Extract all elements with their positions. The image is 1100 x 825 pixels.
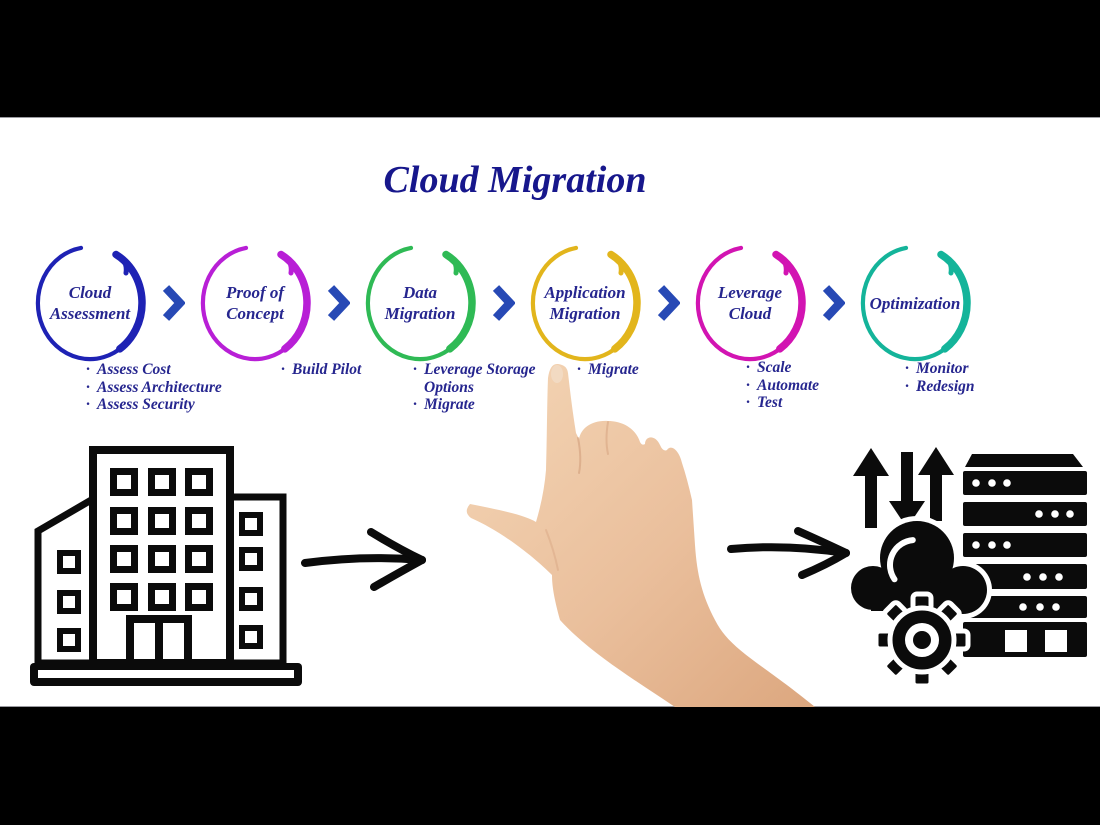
bullet-text: Assess Architecture (97, 378, 222, 396)
bullet-text: Leverage Storage Options (424, 361, 536, 396)
stage-label-line: Concept (226, 304, 284, 323)
bullet-dot-icon: · (577, 361, 581, 378)
stage-label-line: Data (403, 283, 437, 302)
sketch-arrow-right-icon (727, 527, 850, 579)
stage-ring-icon (695, 245, 806, 362)
stage-bullet-list: · Monitor · Redesign (905, 360, 1025, 395)
flow-chevron-icon (657, 285, 680, 321)
flow-chevron-icon (492, 285, 515, 321)
stage-ring-icon (365, 245, 476, 362)
bullet-dot-icon: · (413, 396, 417, 413)
gear-icon (873, 591, 971, 688)
stage-bullet-list: · Build Pilot (281, 361, 411, 379)
bullet-item: · Assess Cost (86, 361, 256, 379)
stage-label-line: Proof of (225, 283, 285, 302)
bullet-item: · Migrate (577, 361, 687, 379)
bullet-text: Assess Cost (97, 361, 171, 378)
bullet-item: · Scale (746, 359, 856, 377)
stage-label-line: Cloud (68, 283, 112, 302)
bullet-dot-icon: · (413, 361, 417, 378)
bullet-text: Automate (757, 376, 820, 394)
bullet-text: Build Pilot (292, 361, 362, 378)
bullet-dot-icon: · (905, 377, 909, 395)
bullet-text: Migrate (424, 396, 475, 413)
bullet-dot-icon: · (746, 394, 750, 411)
stage-proof-of-concept: Proof of Concept (192, 240, 318, 366)
bullet-item: · Migrate (413, 396, 541, 414)
stage-optimization: Optimization (852, 240, 978, 366)
bullet-text: Assess Security (97, 396, 195, 413)
flow-chevron-icon (822, 285, 845, 321)
stage-ring-icon (860, 245, 971, 362)
stage-label-line: Application (544, 283, 626, 302)
scale-arrows-icon (853, 447, 954, 528)
bullet-item: · Redesign (905, 378, 1025, 396)
bullet-dot-icon: · (86, 396, 90, 413)
pointing-hand-icon (466, 363, 815, 707)
cloud-server-group (846, 447, 1087, 688)
flow-chevron-icon (327, 285, 350, 321)
bullet-text: Scale (757, 359, 792, 376)
bullet-dot-icon: · (281, 361, 285, 378)
bullet-text: Redesign (916, 377, 975, 395)
sketch-arrow-right-icon (301, 528, 426, 591)
stage-label-line: Cloud (728, 304, 772, 323)
stage-bullet-list: · Assess Cost · Assess Architecture · Assess … (86, 361, 256, 414)
stage-label-line: Migration (384, 304, 456, 323)
bullet-dot-icon: · (746, 376, 750, 394)
bullet-item: · Build Pilot (281, 361, 411, 379)
stage-ring-icon (530, 245, 641, 362)
bullet-item: · Assess Architecture (86, 379, 256, 397)
bullet-dot-icon: · (746, 359, 750, 376)
bullet-text: Migrate (588, 361, 639, 378)
stage-label-line: Optimization (869, 293, 961, 313)
bullet-text: Monitor (916, 360, 969, 377)
stage-label-line: Assessment (49, 304, 131, 323)
building-icon (30, 446, 302, 686)
bullet-item: · Test (746, 394, 856, 412)
stage-ring-icon (200, 245, 311, 362)
bullet-text: Test (757, 394, 783, 411)
bullet-item: · Automate (746, 377, 856, 395)
bullet-item: · Leverage Storage Options (413, 361, 541, 396)
bullet-dot-icon: · (86, 378, 90, 396)
bullet-dot-icon: · (86, 361, 90, 378)
stage-bullet-list: · Scale · Automate · Test (746, 359, 856, 412)
stage-bullet-list: · Migrate (577, 361, 687, 379)
flow-chevron-icon (162, 285, 185, 321)
bullet-item: · Monitor (905, 360, 1025, 378)
server-rack-icon (963, 454, 1087, 657)
stage-label-line: Leverage (717, 283, 783, 302)
stage-label: Optimization (860, 240, 970, 366)
bullet-item: · Assess Security (86, 396, 256, 414)
page-title: Cloud Migration (383, 159, 647, 201)
bullet-dot-icon: · (905, 360, 909, 377)
stage-ring-icon (35, 245, 146, 362)
stage-label-line: Migration (549, 304, 621, 323)
stage-bullet-list: · Leverage Storage Options · Migrate (413, 361, 541, 414)
stage-label: Proof of Concept (200, 240, 310, 366)
